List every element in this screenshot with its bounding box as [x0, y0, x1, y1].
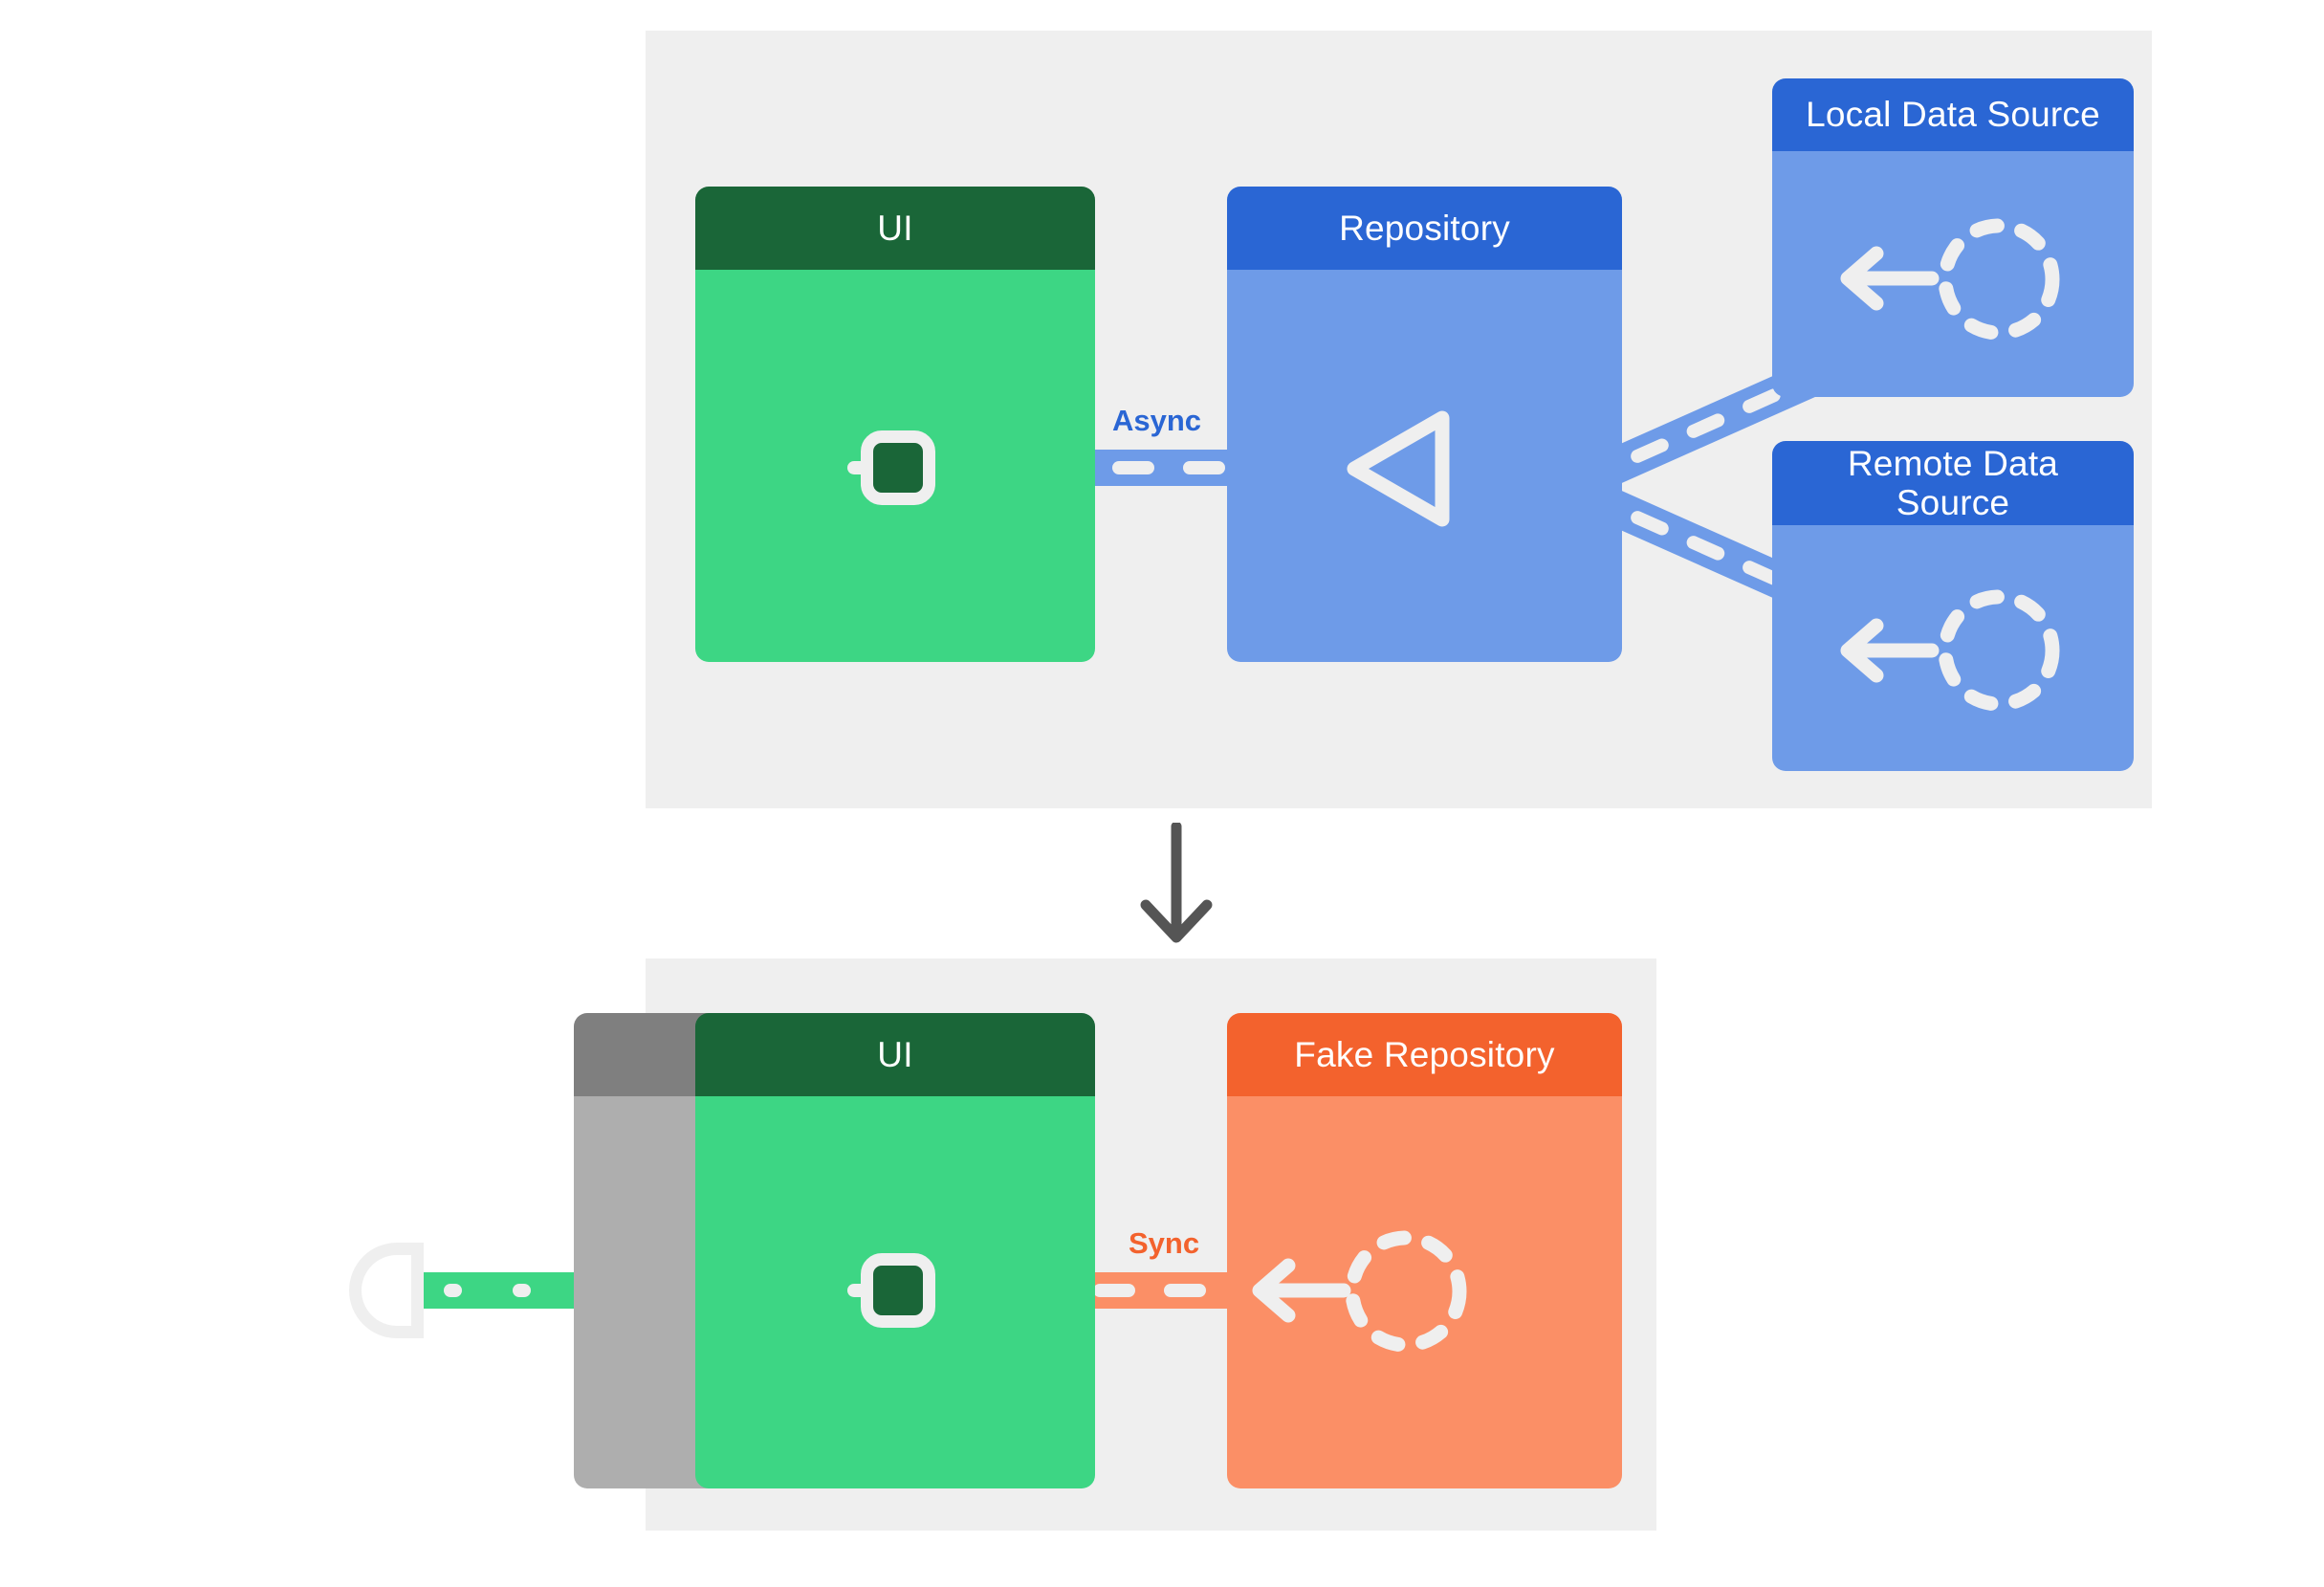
ui-test-provided-interface-port[interactable]: [861, 1253, 935, 1328]
remote-data-source-box[interactable]: Remote Data Source: [1772, 441, 2134, 771]
ui-box-test-title: UI: [695, 1013, 1095, 1096]
local-data-source-left-arrow-icon: [1840, 246, 1940, 311]
ui-provided-interface-port[interactable]: [861, 430, 935, 505]
remote-data-source-dashed-circle-icon: [1938, 589, 2060, 712]
remote-data-source-body: [1772, 525, 2134, 771]
repository-box-body: [1227, 270, 1622, 662]
fake-repository-title: Fake Repository: [1227, 1013, 1622, 1096]
ui-box-test[interactable]: UI: [695, 1013, 1095, 1488]
local-data-source-title: Local Data Source: [1772, 78, 2134, 151]
local-data-source-dashed-circle-icon: [1938, 218, 2060, 341]
left-triangle-icon: [1347, 410, 1450, 527]
repository-box-title: Repository: [1227, 187, 1622, 270]
local-data-source-box[interactable]: Local Data Source: [1772, 78, 2134, 397]
remote-data-source-title: Remote Data Source: [1772, 441, 2134, 525]
fake-repository-dashed-circle-icon: [1345, 1230, 1467, 1353]
ui-box-title: UI: [695, 187, 1095, 270]
downward-flow-arrow: [1140, 823, 1213, 943]
edge-label-async: Async: [1112, 404, 1202, 437]
ui-box-production[interactable]: UI: [695, 187, 1095, 662]
test-socket-cap: [411, 1243, 424, 1338]
fake-repository-left-arrow-icon: [1252, 1258, 1351, 1323]
local-data-source-body: [1772, 151, 2134, 397]
edge-label-sync: Sync: [1129, 1226, 1200, 1260]
remote-data-source-left-arrow-icon: [1840, 618, 1940, 683]
repository-box[interactable]: Repository: [1227, 187, 1622, 662]
